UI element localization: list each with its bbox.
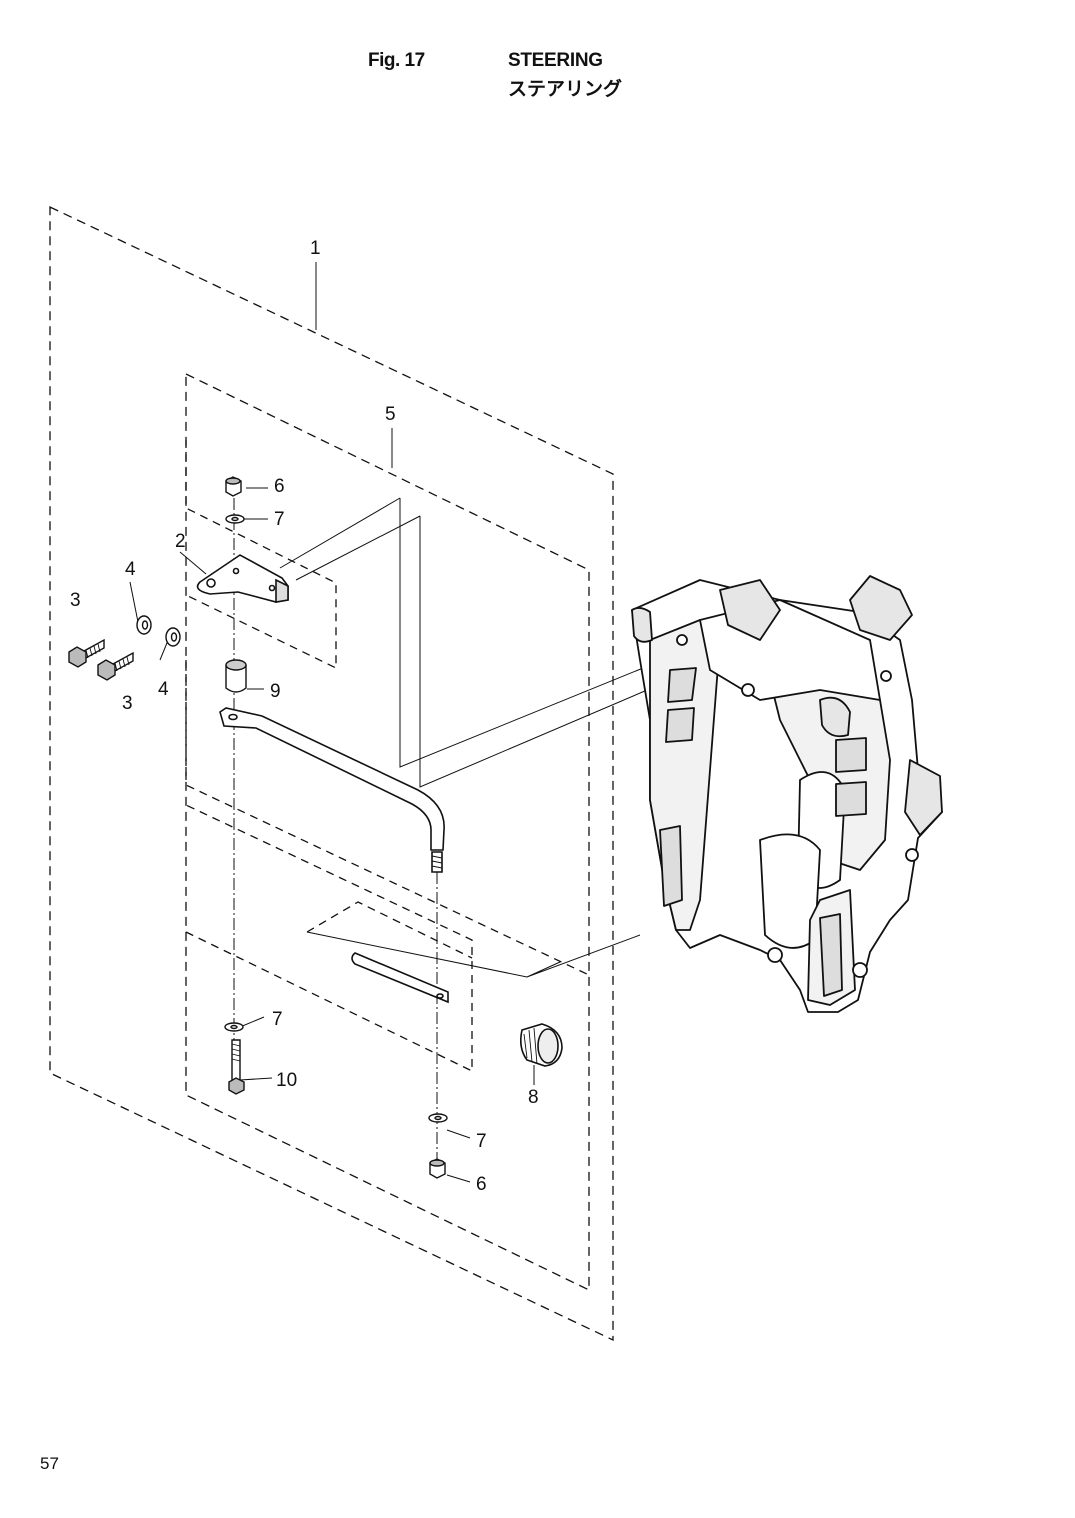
lower-group-boundary (185, 804, 473, 1073)
washer-part-7-bottom (428, 1113, 448, 1123)
tie-rod (219, 707, 445, 873)
callout-9: 9 (270, 681, 281, 702)
bolt-part-10 (228, 1039, 245, 1095)
cap-part-8 (520, 1023, 563, 1067)
nut-part-6-lower (429, 1158, 446, 1179)
figure-title-japanese: ステアリング (508, 78, 623, 100)
callout-7: 7 (272, 1009, 283, 1030)
washer-part-7-middle (224, 1022, 244, 1032)
collar-part-9 (225, 659, 247, 693)
washer-part-7-top (225, 514, 245, 524)
callout-10: 10 (276, 1070, 297, 1091)
callout-1: 1 (310, 238, 321, 259)
figure-title-english: STEERING (508, 50, 603, 71)
upper-group-divider (185, 660, 590, 976)
callout-6: 6 (274, 476, 285, 497)
washer-part-4-lower (165, 627, 181, 647)
group-1-boundary (49, 205, 614, 1342)
steering-shaft (351, 952, 449, 1004)
group-5-boundary (185, 372, 590, 1292)
figure-header: Fig. 17 STEERING ステアリング (0, 0, 1075, 110)
leader-lines (129, 262, 535, 1183)
bolt-part-3-upper (68, 638, 105, 668)
callout-3: 3 (122, 693, 133, 714)
figure-number: Fig. 17 (368, 50, 425, 71)
callout-4: 4 (125, 559, 136, 580)
bolt-part-3-lower (97, 651, 134, 681)
washer-part-4-upper (136, 615, 152, 635)
callout-4: 4 (158, 679, 169, 700)
steering-bracket-part-2 (196, 554, 289, 603)
swivel-bracket-assembly (631, 575, 943, 1013)
callout-7: 7 (476, 1131, 487, 1152)
callout-8: 8 (528, 1087, 539, 1108)
callout-6: 6 (476, 1174, 487, 1195)
bracket-area-dashes (185, 440, 337, 670)
page-number: 57 (40, 1454, 59, 1473)
callout-7: 7 (274, 509, 285, 530)
callout-5: 5 (385, 404, 396, 425)
shaft-plane-dashes (306, 901, 473, 959)
projection-lines (279, 497, 681, 978)
callout-3: 3 (70, 590, 81, 611)
nut-part-6-upper (225, 476, 242, 497)
callout-2: 2 (175, 531, 186, 552)
